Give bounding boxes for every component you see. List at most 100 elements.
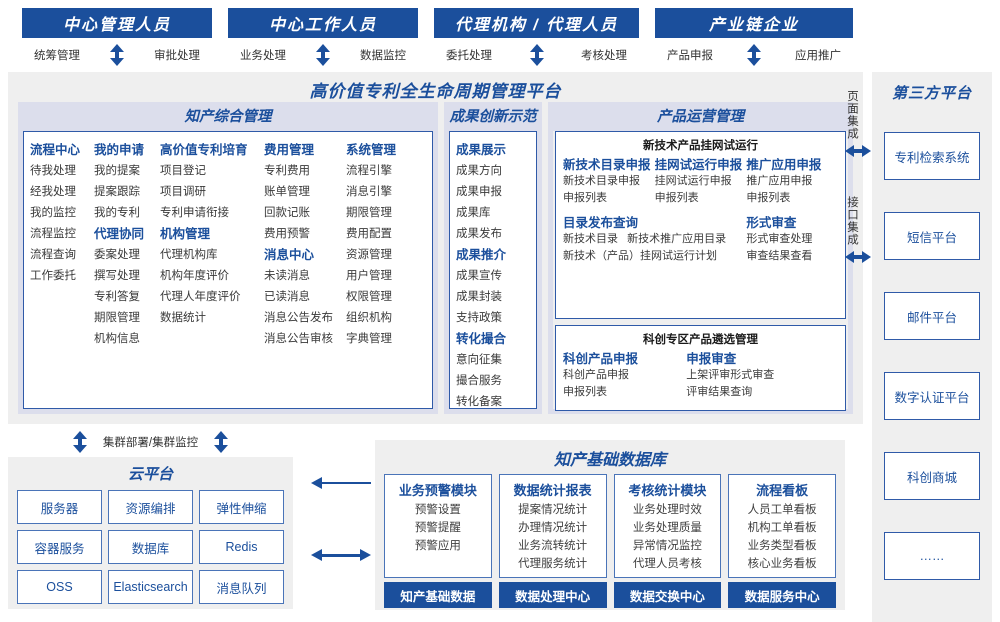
db-column-footer[interactable]: 数据交换中心 [613, 582, 722, 608]
menu-item[interactable]: 意向征集 [456, 354, 502, 366]
third-party-item-2[interactable]: 邮件平台 [884, 292, 980, 340]
db-menu-item[interactable]: 核心业务看板 [747, 558, 817, 570]
menu-item[interactable]: 成果库 [456, 207, 491, 219]
menu-item[interactable]: 权限管理 [346, 291, 392, 303]
db-menu-item[interactable]: 代理服务统计 [518, 558, 588, 570]
cloud-cell-6[interactable]: OSS [17, 570, 102, 604]
third-party-item-4[interactable]: 科创商城 [884, 452, 980, 500]
menu-item[interactable]: 账单管理 [264, 186, 310, 198]
menu-item[interactable]: 项目调研 [160, 186, 206, 198]
menu-item[interactable]: 成果发布 [456, 228, 502, 240]
menu-item[interactable]: 已读消息 [264, 291, 310, 303]
menu-item[interactable]: 我的专利 [94, 207, 140, 219]
menu-item[interactable]: 工作委托 [30, 270, 76, 282]
menu-item[interactable]: 专利答复 [94, 291, 140, 303]
db-menu-item[interactable]: 提案情况统计 [518, 504, 588, 516]
po-menu-item[interactable]: 新技术推广应用目录 [627, 233, 727, 245]
po-menu-item[interactable]: 新技术（产品）挂网试运行计划 [563, 250, 717, 262]
menu-item[interactable]: 消息公告审核 [264, 333, 333, 345]
menu-item[interactable]: 我的提案 [94, 165, 140, 177]
menu-item[interactable]: 经我处理 [30, 186, 76, 198]
po-menu-item[interactable]: 新技术目录 [563, 233, 618, 245]
menu-item[interactable]: 期限管理 [94, 312, 140, 324]
menu-item[interactable]: 用户管理 [346, 270, 392, 282]
menu-item[interactable]: 费用预警 [264, 228, 310, 240]
po-menu-item[interactable]: 科创产品申报 [563, 369, 629, 381]
role-bar-0[interactable]: 中心管理人员 [22, 8, 212, 38]
cloud-cell-0[interactable]: 服务器 [17, 490, 102, 524]
menu-item[interactable]: 支持政策 [456, 312, 502, 324]
menu-item[interactable]: 专利申请衔接 [160, 207, 229, 219]
menu-item[interactable]: 未读消息 [264, 270, 310, 282]
cloud-cell-2[interactable]: 弹性伸缩 [199, 490, 284, 524]
db-menu-item[interactable]: 代理人员考核 [632, 558, 702, 570]
third-party-item-1[interactable]: 短信平台 [884, 212, 980, 260]
menu-item[interactable]: 消息引擎 [346, 186, 392, 198]
cloud-cell-4[interactable]: 数据库 [108, 530, 193, 564]
po-menu-item[interactable]: 审查结果查看 [746, 250, 813, 262]
menu-item[interactable]: 期限管理 [346, 207, 392, 219]
menu-item[interactable]: 提案跟踪 [94, 186, 140, 198]
third-party-item-3[interactable]: 数字认证平台 [884, 372, 980, 420]
cloud-cell-1[interactable]: 资源编排 [108, 490, 193, 524]
menu-item[interactable]: 成果宣传 [456, 270, 502, 282]
cloud-cell-3[interactable]: 容器服务 [17, 530, 102, 564]
menu-item[interactable]: 机构信息 [94, 333, 140, 345]
po-menu-item[interactable]: 申报列表 [654, 192, 699, 204]
menu-item[interactable]: 代理机构库 [160, 249, 218, 261]
menu-item[interactable]: 流程引擎 [346, 165, 392, 177]
cloud-cell-5[interactable]: Redis [199, 530, 284, 564]
po-menu-item[interactable]: 申报列表 [746, 192, 791, 204]
po-menu-item[interactable]: 评审结果查询 [686, 386, 753, 398]
db-menu-item[interactable]: 业务处理时效 [632, 504, 702, 516]
role-bar-2[interactable]: 代理机构 / 代理人员 [434, 8, 639, 38]
db-menu-item[interactable]: 预警应用 [414, 540, 461, 552]
po-menu-item[interactable]: 推广应用申报 [746, 175, 813, 187]
menu-item[interactable]: 回款记账 [264, 207, 310, 219]
menu-item[interactable]: 组织机构 [346, 312, 392, 324]
po-menu-item[interactable]: 上架评审形式审查 [686, 369, 775, 381]
po-menu-item[interactable]: 新技术目录申报 [563, 175, 640, 187]
menu-item[interactable]: 流程查询 [30, 249, 76, 261]
po-menu-item[interactable]: 申报列表 [563, 192, 607, 204]
role-bar-1[interactable]: 中心工作人员 [228, 8, 418, 38]
menu-item[interactable]: 字典管理 [346, 333, 392, 345]
menu-item[interactable]: 转化备案 [456, 396, 502, 408]
menu-item[interactable]: 我的监控 [30, 207, 76, 219]
po-menu-item[interactable]: 挂网试运行申报 [654, 175, 732, 187]
po-menu-item[interactable]: 形式审查处理 [746, 233, 813, 245]
menu-item[interactable]: 成果封装 [456, 291, 502, 303]
menu-item[interactable]: 消息公告发布 [264, 312, 333, 324]
menu-item[interactable]: 代理人年度评价 [160, 291, 241, 303]
db-column-footer[interactable]: 数据处理中心 [498, 582, 607, 608]
menu-item[interactable]: 机构年度评价 [160, 270, 229, 282]
db-menu-item[interactable]: 业务类型看板 [747, 540, 817, 552]
menu-item[interactable]: 数据统计 [160, 312, 206, 324]
menu-item[interactable]: 项目登记 [160, 165, 206, 177]
menu-item[interactable]: 费用配置 [346, 228, 392, 240]
db-menu-item[interactable]: 业务处理质量 [632, 522, 702, 534]
cloud-cell-8[interactable]: 消息队列 [199, 570, 284, 604]
cloud-cell-7[interactable]: Elasticsearch [108, 570, 193, 604]
db-column-footer[interactable]: 知产基础数据 [384, 582, 492, 608]
menu-item[interactable]: 成果方向 [456, 165, 502, 177]
db-menu-item[interactable]: 办理情况统计 [518, 522, 588, 534]
db-menu-item[interactable]: 异常情况监控 [632, 540, 702, 552]
third-party-item-0[interactable]: 专利检索系统 [884, 132, 980, 180]
menu-item[interactable]: 待我处理 [30, 165, 76, 177]
menu-item[interactable]: 委案处理 [94, 249, 140, 261]
menu-item[interactable]: 成果申报 [456, 186, 502, 198]
db-column-footer[interactable]: 数据服务中心 [728, 582, 836, 608]
menu-item[interactable]: 资源管理 [346, 249, 392, 261]
menu-item[interactable]: 流程监控 [30, 228, 76, 240]
po-menu-item[interactable]: 申报列表 [563, 386, 607, 398]
db-menu-item[interactable]: 机构工单看板 [747, 522, 817, 534]
menu-item[interactable]: 撰写处理 [94, 270, 140, 282]
db-menu-item[interactable]: 预警提醒 [414, 522, 461, 534]
db-menu-item[interactable]: 人员工单看板 [747, 504, 817, 516]
menu-item[interactable]: 撮合服务 [456, 375, 502, 387]
db-menu-item[interactable]: 业务流转统计 [518, 540, 588, 552]
menu-item[interactable]: 专利费用 [264, 165, 310, 177]
third-party-item-5[interactable]: …… [884, 532, 980, 580]
role-bar-3[interactable]: 产业链企业 [655, 8, 853, 38]
